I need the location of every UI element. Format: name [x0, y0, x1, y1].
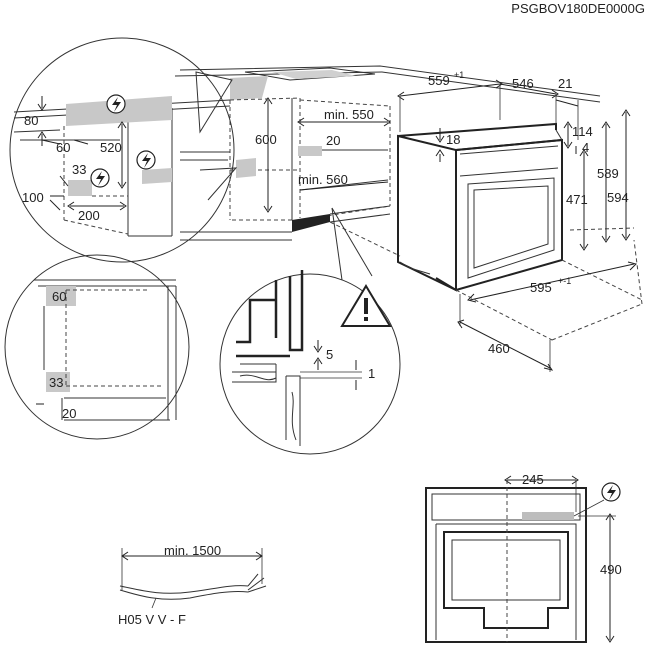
electric-hazard-icon — [90, 168, 110, 188]
dim-520: 520 — [100, 140, 122, 155]
warning-triangle-icon — [340, 284, 392, 327]
dim-20: 20 — [62, 406, 76, 421]
dim-460: 460 — [488, 341, 510, 356]
cabinet-perspective: 600 min. 550 20 min. 560 — [174, 65, 601, 257]
dim-21: 21 — [558, 76, 572, 91]
dim-80: 80 — [24, 113, 38, 128]
dim-114: 114 — [572, 124, 593, 139]
detail-circle-mid: 5 1 — [219, 207, 401, 455]
dim-1: 1 — [368, 366, 375, 381]
oven-perspective: 559 +1 546 21 18 114 4 589 594 — [397, 70, 643, 372]
dim-559-tol: +1 — [454, 70, 464, 80]
detail-circle-top: 80 60 520 33 100 200 — [9, 37, 238, 263]
dim-595: 595 — [530, 280, 552, 295]
dim-min560: min. 560 — [298, 172, 348, 187]
dim-60: 60 — [52, 289, 66, 304]
dim-33: 33 — [72, 162, 86, 177]
dim-100: 100 — [22, 190, 44, 205]
dim-559: 559 — [428, 73, 450, 88]
dim-200: 200 — [78, 208, 100, 223]
dim-490: 490 — [600, 562, 622, 577]
dim-33: 33 — [49, 375, 63, 390]
dim-600: 600 — [255, 132, 277, 147]
cable-type: H05 V V - F — [118, 612, 186, 627]
dim-595-tol: +-1 — [558, 276, 571, 286]
cable-detail: min. 1500 H05 V V - F — [118, 543, 267, 627]
back-view: 245 490 — [425, 472, 622, 643]
electric-hazard-icon — [601, 482, 621, 502]
electric-hazard-icon — [136, 150, 156, 170]
detail-circle-left: 60 33 20 — [4, 254, 190, 440]
dim-471: 471 — [566, 192, 588, 207]
dim-20: 20 — [326, 133, 340, 148]
dim-5: 5 — [326, 347, 333, 362]
dim-546: 546 — [512, 76, 534, 91]
dim-589: 589 — [597, 166, 619, 181]
dim-min550: min. 550 — [324, 107, 374, 122]
electric-hazard-icon — [106, 94, 126, 114]
dim-4: 4 — [582, 140, 589, 155]
dim-245: 245 — [522, 472, 544, 487]
dim-60: 60 — [56, 140, 70, 155]
model-code: PSGBOV180DE0000G — [511, 1, 645, 16]
dim-18: 18 — [446, 132, 460, 147]
cable-min-length: min. 1500 — [164, 543, 221, 558]
dim-594: 594 — [607, 190, 629, 205]
